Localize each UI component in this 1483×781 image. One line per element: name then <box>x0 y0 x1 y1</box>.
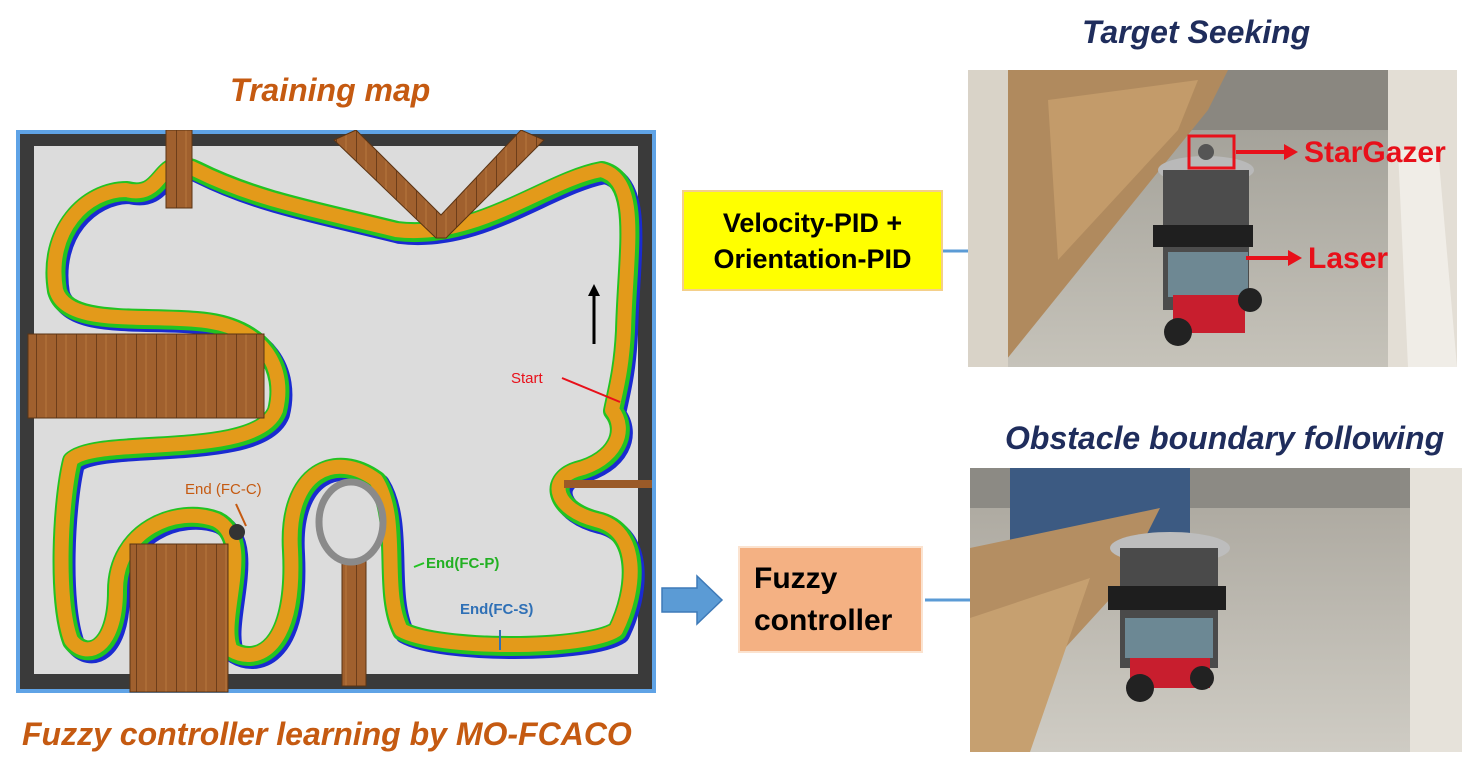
obstacle-bottom-post <box>341 559 367 687</box>
end-fc-p-label: End(FC-P) <box>426 555 500 572</box>
stargazer-box <box>1187 134 1236 170</box>
pid-line1: Velocity-PID + <box>722 207 903 238</box>
training-map-title: Training map <box>230 72 431 108</box>
map-to-fuzzy-block-arrow <box>661 574 724 626</box>
fuzzy-line1: Fuzzy <box>754 561 838 595</box>
obstacle-left-crate <box>27 333 265 419</box>
laser-label: Laser <box>1308 242 1389 275</box>
start-pointer <box>561 377 621 403</box>
end-fc-c-pointer <box>235 503 247 527</box>
pid-line2: Orientation-PID <box>713 243 912 274</box>
start-label: Start <box>511 370 543 387</box>
direction-arrow-head <box>588 284 600 296</box>
stargazer-label: StarGazer <box>1304 136 1446 169</box>
end-fc-s-label: End(FC-S) <box>460 601 534 618</box>
obstacle-v-shape <box>333 130 545 239</box>
end-fc-c-label: End (FC-C) <box>185 481 262 498</box>
fuzzy-controller-box: Fuzzy controller <box>738 546 923 653</box>
obstacle-bottom-crate <box>129 543 229 693</box>
target-seeking-title: Target Seeking <box>1082 14 1311 50</box>
pid-controller-box: Velocity-PID + Orientation-PID <box>682 190 943 291</box>
trajectories <box>45 156 645 669</box>
fuzzy-line2: controller <box>754 603 893 637</box>
training-map <box>16 130 656 693</box>
learning-title: Fuzzy controller learning by MO-FCACO <box>22 716 632 752</box>
obstacle-top-post <box>165 130 193 209</box>
obstacle-right-bar <box>564 480 652 488</box>
obstacle-ring <box>315 478 387 566</box>
obstacle-following-title: Obstacle boundary following <box>1005 420 1445 456</box>
end-fc-p-pointer <box>413 562 425 568</box>
obstacle-following-photo <box>970 468 1462 752</box>
target-seeking-photo <box>968 70 1457 367</box>
robot-marker <box>229 524 245 540</box>
